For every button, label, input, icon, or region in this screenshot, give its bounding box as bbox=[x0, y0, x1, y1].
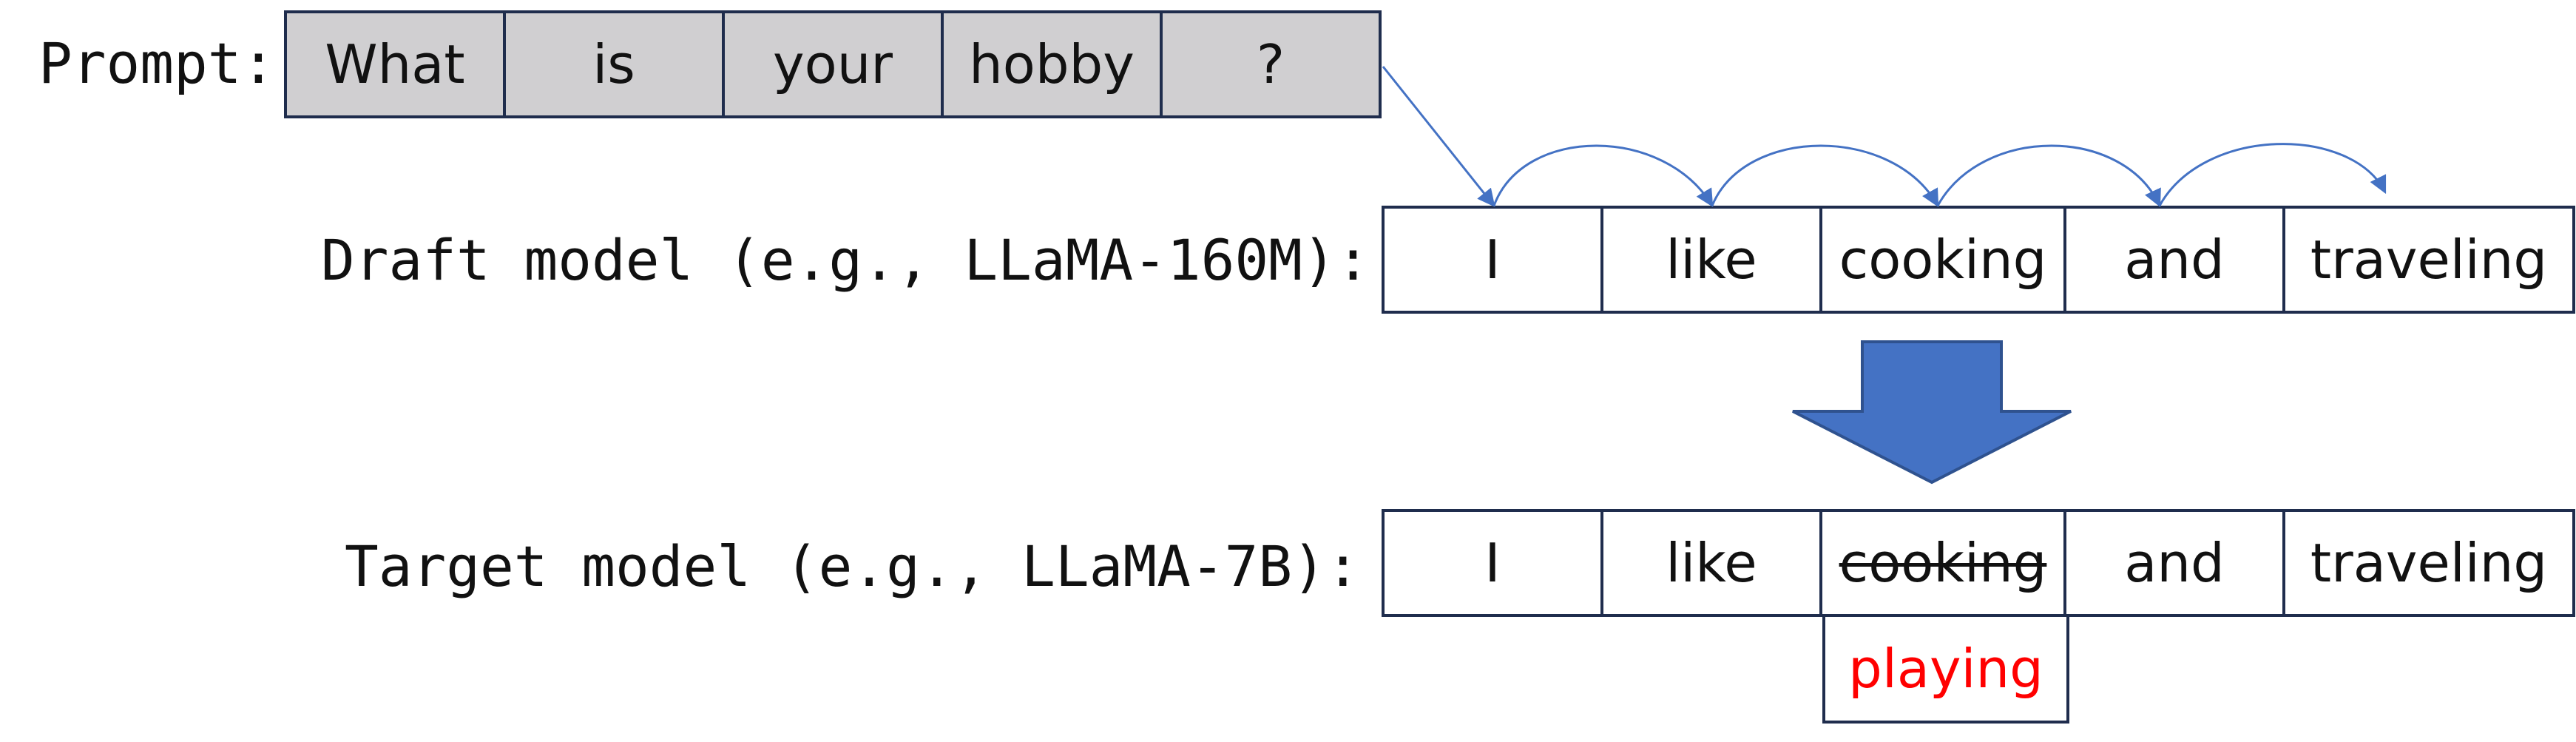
rejected-token: cooking bbox=[1819, 509, 2066, 617]
curved-arrow-icon bbox=[1936, 144, 2161, 208]
target-token-row: I like cooking and traveling bbox=[1382, 509, 2575, 617]
curved-arrow-icon bbox=[1492, 144, 1714, 208]
draft-token: and bbox=[2063, 206, 2285, 314]
prompt-token: your bbox=[722, 10, 944, 118]
draft-token: like bbox=[1600, 206, 1822, 314]
curved-arrow-icon bbox=[2158, 143, 2387, 206]
target-token: and bbox=[2063, 509, 2285, 617]
prompt-token: is bbox=[503, 10, 725, 118]
draft-token: cooking bbox=[1819, 206, 2066, 314]
prompt-token: hobby bbox=[941, 10, 1163, 118]
target-token: I bbox=[1382, 509, 1603, 617]
prompt-token-row: What is your hobby ? bbox=[284, 10, 1382, 118]
target-model-label: Target model (e.g., LLaMA-7B): bbox=[345, 533, 1360, 599]
rejected-token-text: cooking bbox=[1839, 532, 2047, 594]
target-token: traveling bbox=[2282, 509, 2575, 617]
target-token: like bbox=[1600, 509, 1822, 617]
prompt-token: What bbox=[284, 10, 506, 118]
draft-token: traveling bbox=[2282, 206, 2575, 314]
draft-token-row: I like cooking and traveling bbox=[1382, 206, 2575, 314]
block-down-arrow-icon bbox=[1792, 340, 2072, 485]
curved-arrow-icon bbox=[1711, 144, 1939, 208]
prompt-label: Prompt: bbox=[38, 30, 276, 96]
replacement-token: playing bbox=[1822, 614, 2069, 724]
draft-token: I bbox=[1382, 206, 1603, 314]
prompt-to-draft-arrow-icon bbox=[1382, 66, 1495, 207]
prompt-token: ? bbox=[1160, 10, 1382, 118]
draft-model-label: Draft model (e.g., LLaMA-160M): bbox=[321, 227, 1370, 293]
